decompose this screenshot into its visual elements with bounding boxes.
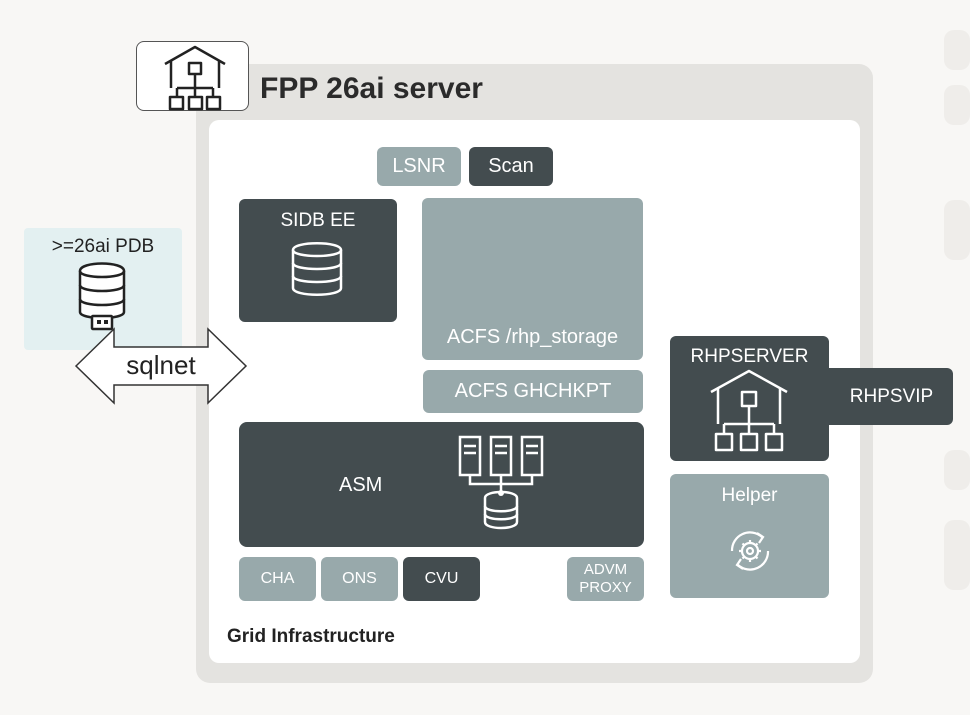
gear-refresh-icon <box>730 531 770 571</box>
helper-box: Helper <box>670 474 829 598</box>
server-cluster-icon <box>458 435 544 530</box>
cha-box: CHA <box>239 557 316 601</box>
rhpsvip-label: RHPSVIP <box>849 385 934 407</box>
decorative-shape <box>944 450 970 490</box>
sqlnet-label: sqlnet <box>126 350 196 380</box>
rhpsvip-box: RHPSVIP <box>810 368 953 425</box>
proxy-label: PROXY <box>579 579 632 596</box>
cvu-box: CVU <box>403 557 480 601</box>
database-icon <box>291 242 343 296</box>
decorative-shape <box>944 85 970 125</box>
server-title: FPP 26ai server <box>260 72 483 105</box>
decorative-shape <box>944 520 970 590</box>
server-icon-box <box>136 41 249 111</box>
rhpserver-box: RHPSERVER <box>670 336 829 461</box>
decorative-shape <box>944 200 970 260</box>
decorative-shape <box>944 30 970 70</box>
sidb-label: SIDB EE <box>280 210 356 231</box>
advm-proxy-box: ADVM PROXY <box>567 557 644 601</box>
sidb-box: SIDB EE <box>239 199 397 322</box>
acfs-ghchkpt-box: ACFS GHCHKPT <box>423 370 643 413</box>
usb-database-icon <box>78 262 126 331</box>
scan-box: Scan <box>469 147 553 186</box>
asm-label: ASM <box>339 474 383 496</box>
ons-box: ONS <box>321 557 398 601</box>
helper-label: Helper <box>721 485 778 506</box>
lsnr-box: LSNR <box>377 147 461 186</box>
rhpserver-label: RHPSERVER <box>690 346 809 367</box>
house-network-icon <box>710 369 788 452</box>
sqlnet-double-arrow <box>74 327 248 405</box>
grid-infrastructure-label: Grid Infrastructure <box>227 626 395 647</box>
acfs-storage-label: ACFS /rhp_storage <box>446 326 619 348</box>
asm-box: ASM <box>239 422 644 547</box>
advm-label: ADVM <box>583 561 628 578</box>
acfs-storage-box: ACFS /rhp_storage <box>422 198 643 360</box>
house-network-icon <box>164 45 226 111</box>
client-pdb-label: >=26ai PDB <box>51 236 155 257</box>
